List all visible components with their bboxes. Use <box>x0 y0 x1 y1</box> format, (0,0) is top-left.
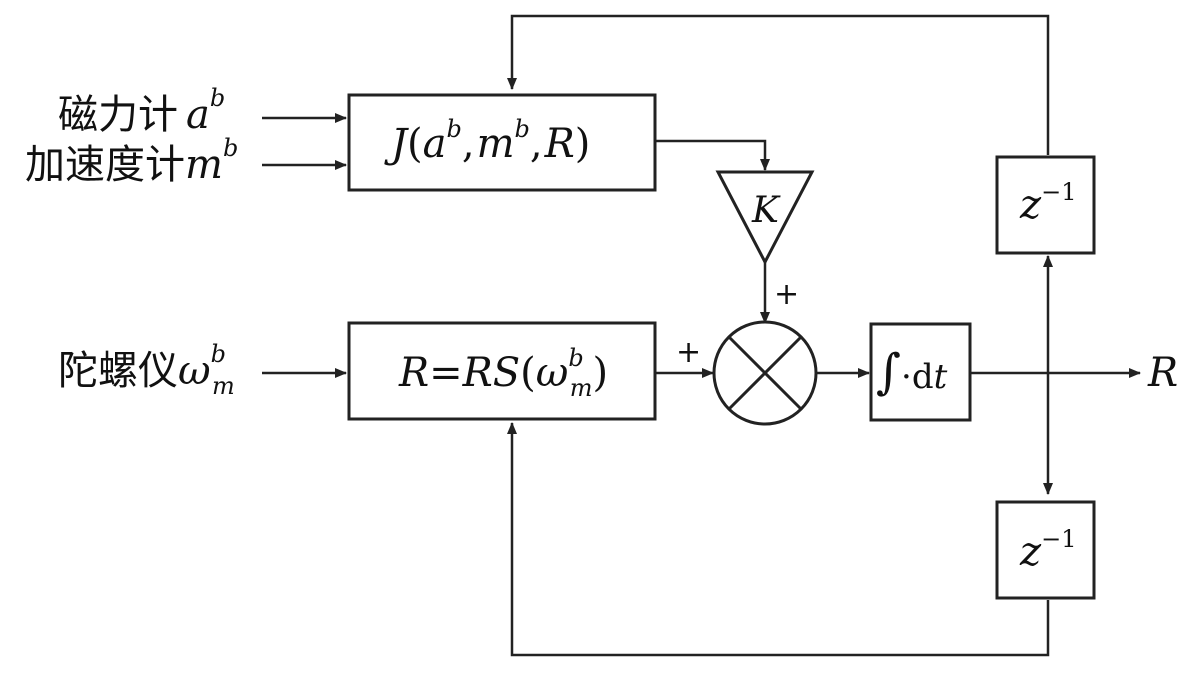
integrator-block <box>869 322 972 422</box>
delay-block-bottom <box>995 500 1096 600</box>
rotation-update-block <box>347 321 657 421</box>
delay-top-label: z−1 <box>1019 178 1076 228</box>
gain-label: K <box>751 190 781 231</box>
delay-block-top <box>995 155 1096 255</box>
cost-function-label: J(ab,mb,R) <box>384 115 590 167</box>
integrator-label: ∫·dt <box>876 344 948 400</box>
update-input-sign: + <box>676 335 701 370</box>
accelerometer-label: 加速度计mb <box>25 134 238 188</box>
delay-bottom-to-update-line <box>507 422 1050 657</box>
gain-input-sign: + <box>774 277 799 312</box>
output-label: R <box>1147 350 1178 396</box>
delay-bottom-label: z−1 <box>1019 525 1076 575</box>
delay-top-to-cost-line <box>507 14 1050 155</box>
summing-junction <box>712 320 818 426</box>
cost-function-block <box>347 93 657 192</box>
cost-to-gain-line <box>655 139 770 171</box>
gain-block <box>715 170 815 266</box>
